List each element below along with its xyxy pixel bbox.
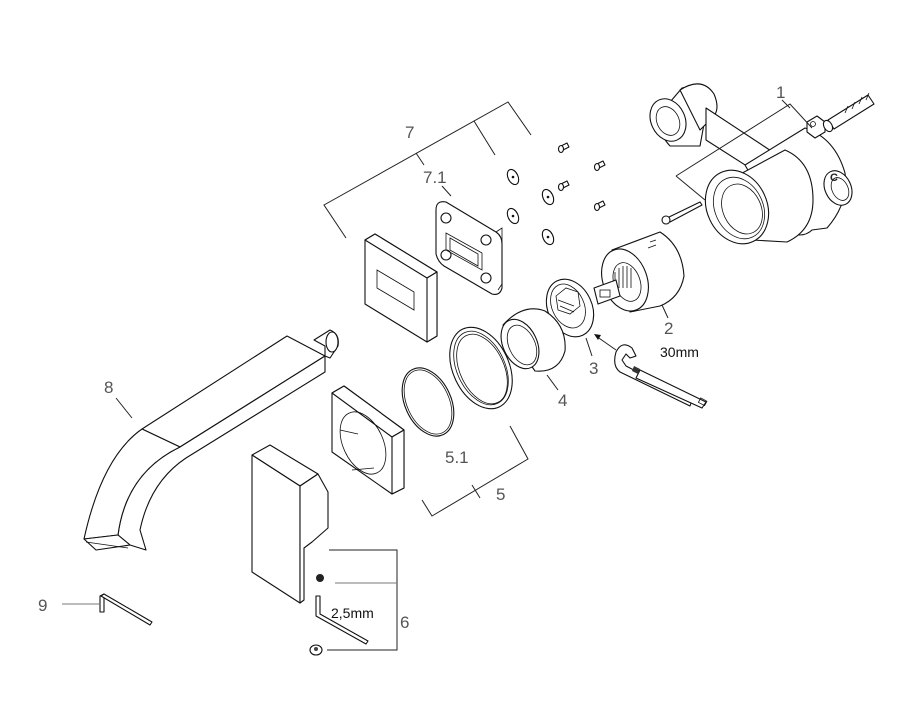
hex-key-size: 2,5mm [331, 605, 374, 621]
label-3: 3 [589, 359, 598, 378]
label-6: 6 [400, 613, 409, 632]
cartridge [593, 231, 685, 313]
sleeve [500, 308, 566, 372]
escutcheon-round [331, 385, 405, 495]
cover-plate [364, 233, 438, 343]
wrench-icon [614, 344, 708, 409]
screws [557, 142, 606, 212]
wrench-size: 30mm [660, 344, 699, 360]
handle [251, 444, 329, 604]
washers [506, 168, 555, 246]
label-7: 7 [405, 123, 414, 142]
grub-screw [316, 574, 324, 582]
spout [83, 329, 339, 551]
label-8: 8 [104, 378, 113, 397]
label-5-1: 5.1 [445, 448, 469, 467]
button-cap [309, 644, 323, 656]
label-7-1: 7.1 [423, 168, 447, 187]
mounting-plate [435, 201, 503, 295]
label-1: 1 [776, 83, 785, 102]
valve-body: C [649, 83, 875, 245]
label-5: 5 [496, 485, 505, 504]
hex-key-icon [99, 593, 153, 626]
hot-cold-mark: C [830, 172, 838, 184]
label-9: 9 [38, 596, 47, 615]
seal-ring [449, 326, 513, 410]
label-4: 4 [558, 391, 567, 410]
hex-key-small-icon [315, 595, 369, 645]
label-2: 2 [664, 319, 673, 338]
o-ring [401, 367, 455, 437]
